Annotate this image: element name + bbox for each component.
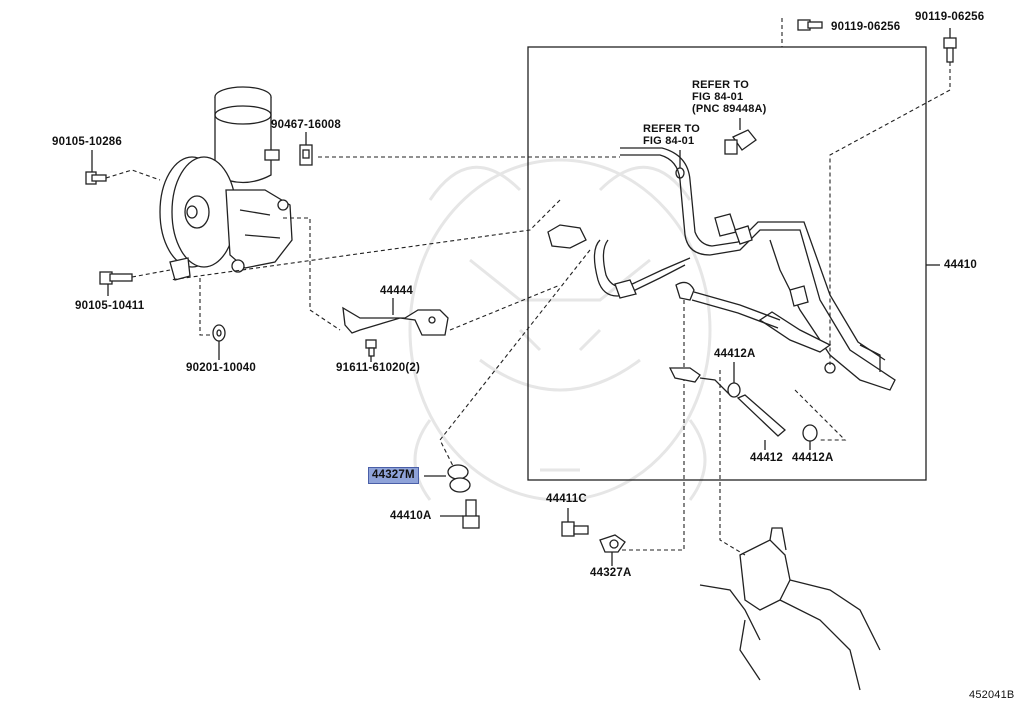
part-label-90467-16008[interactable]: 90467-16008	[271, 119, 341, 131]
part-label-44412[interactable]: 44412	[750, 452, 783, 464]
part-label-44410[interactable]: 44410	[944, 259, 977, 271]
part-label-44327A[interactable]: 44327A	[590, 567, 632, 579]
gasket-44327A[interactable]	[599, 534, 626, 553]
part-label-90119-06256-top[interactable]: 90119-06256	[831, 21, 901, 33]
bolt-90119-06256-right[interactable]	[943, 37, 957, 63]
washer-90201-10040[interactable]	[212, 324, 226, 342]
clamp-44412A-bottom[interactable]	[802, 424, 818, 442]
union-bolt-44410A[interactable]	[462, 499, 480, 529]
reference-note-fig-84-01: REFER TO FIG 84-01	[643, 123, 701, 147]
pressure-switch[interactable]	[724, 129, 757, 155]
part-label-44412A-top[interactable]: 44412A	[714, 348, 756, 360]
part-label-44327M-highlighted[interactable]: 44327M	[368, 467, 419, 484]
return-hose-44412[interactable]	[668, 367, 786, 437]
part-label-90201-10040[interactable]: 90201-10040	[186, 362, 256, 374]
part-label-90119-06256-right[interactable]: 90119-06256	[915, 11, 985, 23]
gasket-44327M[interactable]	[447, 464, 471, 493]
bolt-90119-06256-top[interactable]	[797, 19, 823, 31]
bolt-90105-10286[interactable]	[85, 171, 107, 185]
watermark-emblem	[408, 158, 712, 502]
bracket-44444[interactable]	[342, 306, 449, 336]
bolt-91611-61020[interactable]	[365, 339, 377, 357]
assembly-44410-box	[527, 46, 927, 481]
steering-gear-housing[interactable]	[699, 527, 881, 691]
part-label-44444[interactable]: 44444	[380, 285, 413, 297]
clamp-44412A-top[interactable]	[727, 382, 741, 398]
part-label-44410A[interactable]: 44410A	[390, 510, 432, 522]
power-steering-pump[interactable]	[159, 86, 293, 281]
part-label-44411C[interactable]: 44411C	[546, 493, 587, 505]
part-label-91611-61020[interactable]: 91611-61020(2)	[336, 362, 421, 374]
bolt-90105-10411[interactable]	[99, 271, 133, 285]
reference-note-pnc-89448a: REFER TO FIG 84-01 (PNC 89448A)	[692, 79, 767, 115]
part-label-90105-10411[interactable]: 90105-10411	[75, 300, 145, 312]
clamp-90467-16008[interactable]	[299, 144, 313, 166]
figure-id: 452041B	[969, 689, 1015, 701]
part-label-90105-10286[interactable]: 90105-10286	[52, 136, 122, 148]
union-bolt-44411C[interactable]	[561, 521, 589, 537]
part-label-44412A-bottom[interactable]: 44412A	[792, 452, 834, 464]
pressure-hose-assembly-44410[interactable]	[547, 147, 896, 391]
